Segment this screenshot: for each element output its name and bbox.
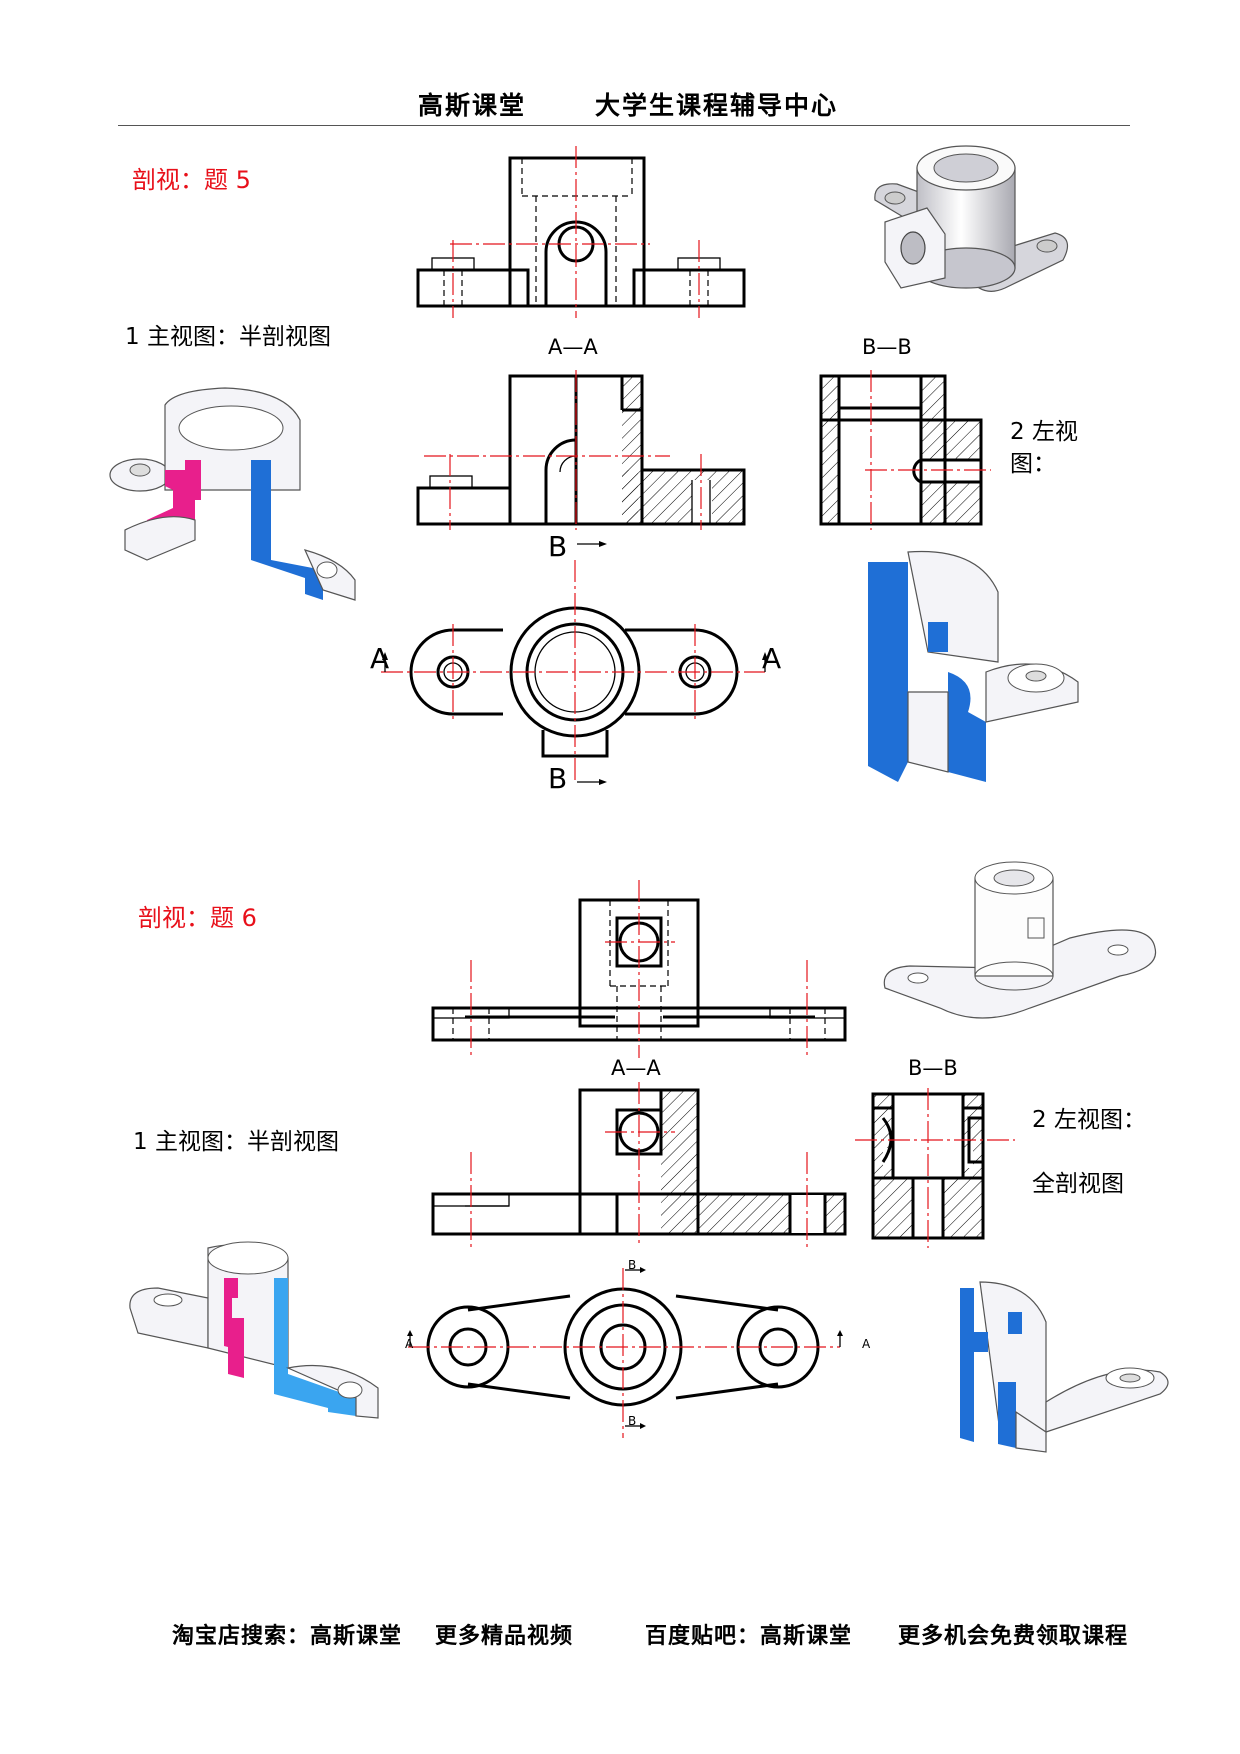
footer-taobao: 淘宝店搜索：高斯课堂 — [172, 1624, 403, 1649]
problem6-question2-line2: 全剖视图 — [1032, 1171, 1124, 1197]
problem5-isometric-half-section — [109, 387, 356, 601]
problem6-section-bb-label: B—B — [908, 1056, 958, 1080]
problem6-front-view — [431, 880, 847, 1058]
header-left: 高斯课堂 — [418, 91, 527, 120]
footer-tieba: 百度贴吧：高斯课堂 — [645, 1624, 853, 1649]
problem5-mark-b-top: B — [548, 530, 568, 563]
problem5-question1: 1 主视图：半剖视图 — [125, 324, 331, 350]
problem5-front-view — [416, 146, 746, 318]
problem6-section-bb — [855, 1088, 1015, 1248]
problem5-question2-line2: 图： — [1010, 451, 1056, 477]
problem6-question1: 1 主视图：半剖视图 — [133, 1129, 339, 1155]
problem5-section-aa-label: A—A — [548, 335, 598, 359]
problem6-question2-line1: 2 左视图： — [1032, 1107, 1146, 1133]
header-right: 大学生课程辅导中心 — [595, 91, 839, 120]
footer-free-courses: 更多机会免费领取课程 — [898, 1624, 1129, 1649]
problem5-mark-a-right: A — [762, 642, 782, 675]
header-divider — [118, 125, 1130, 126]
problem6-isometric-half-section — [129, 1241, 379, 1419]
footer-videos: 更多精品视频 — [435, 1624, 574, 1649]
problem5-section-bb-label: B—B — [862, 335, 912, 359]
problem6-title: 剖视：题 6 — [138, 904, 257, 932]
problem6-mark-a-right: A — [862, 1337, 871, 1351]
problem5-title: 剖视：题 5 — [132, 166, 251, 194]
problem5-isometric-solid — [874, 145, 1069, 292]
problem6-mark-b-top: B — [628, 1258, 637, 1272]
problem6-mark-b-bottom: B — [628, 1414, 637, 1428]
problem6-isometric-outline — [883, 861, 1157, 1019]
problem5-section-aa — [416, 370, 746, 530]
problem6-top-view — [407, 1267, 843, 1438]
problem5-top-view — [381, 541, 768, 785]
problem5-mark-b-bottom: B — [548, 762, 568, 795]
problem5-isometric-full-section — [868, 550, 1079, 782]
problem5-question2-line1: 2 左视 — [1010, 419, 1078, 445]
problem6-section-aa — [431, 1082, 847, 1247]
problem6-isometric-full-section — [960, 1281, 1169, 1453]
problem6-mark-a-left: A — [405, 1337, 414, 1351]
problem5-mark-a-left: A — [370, 642, 390, 675]
problem6-section-aa-label: A—A — [611, 1056, 661, 1080]
problem5-section-bb — [819, 370, 991, 530]
